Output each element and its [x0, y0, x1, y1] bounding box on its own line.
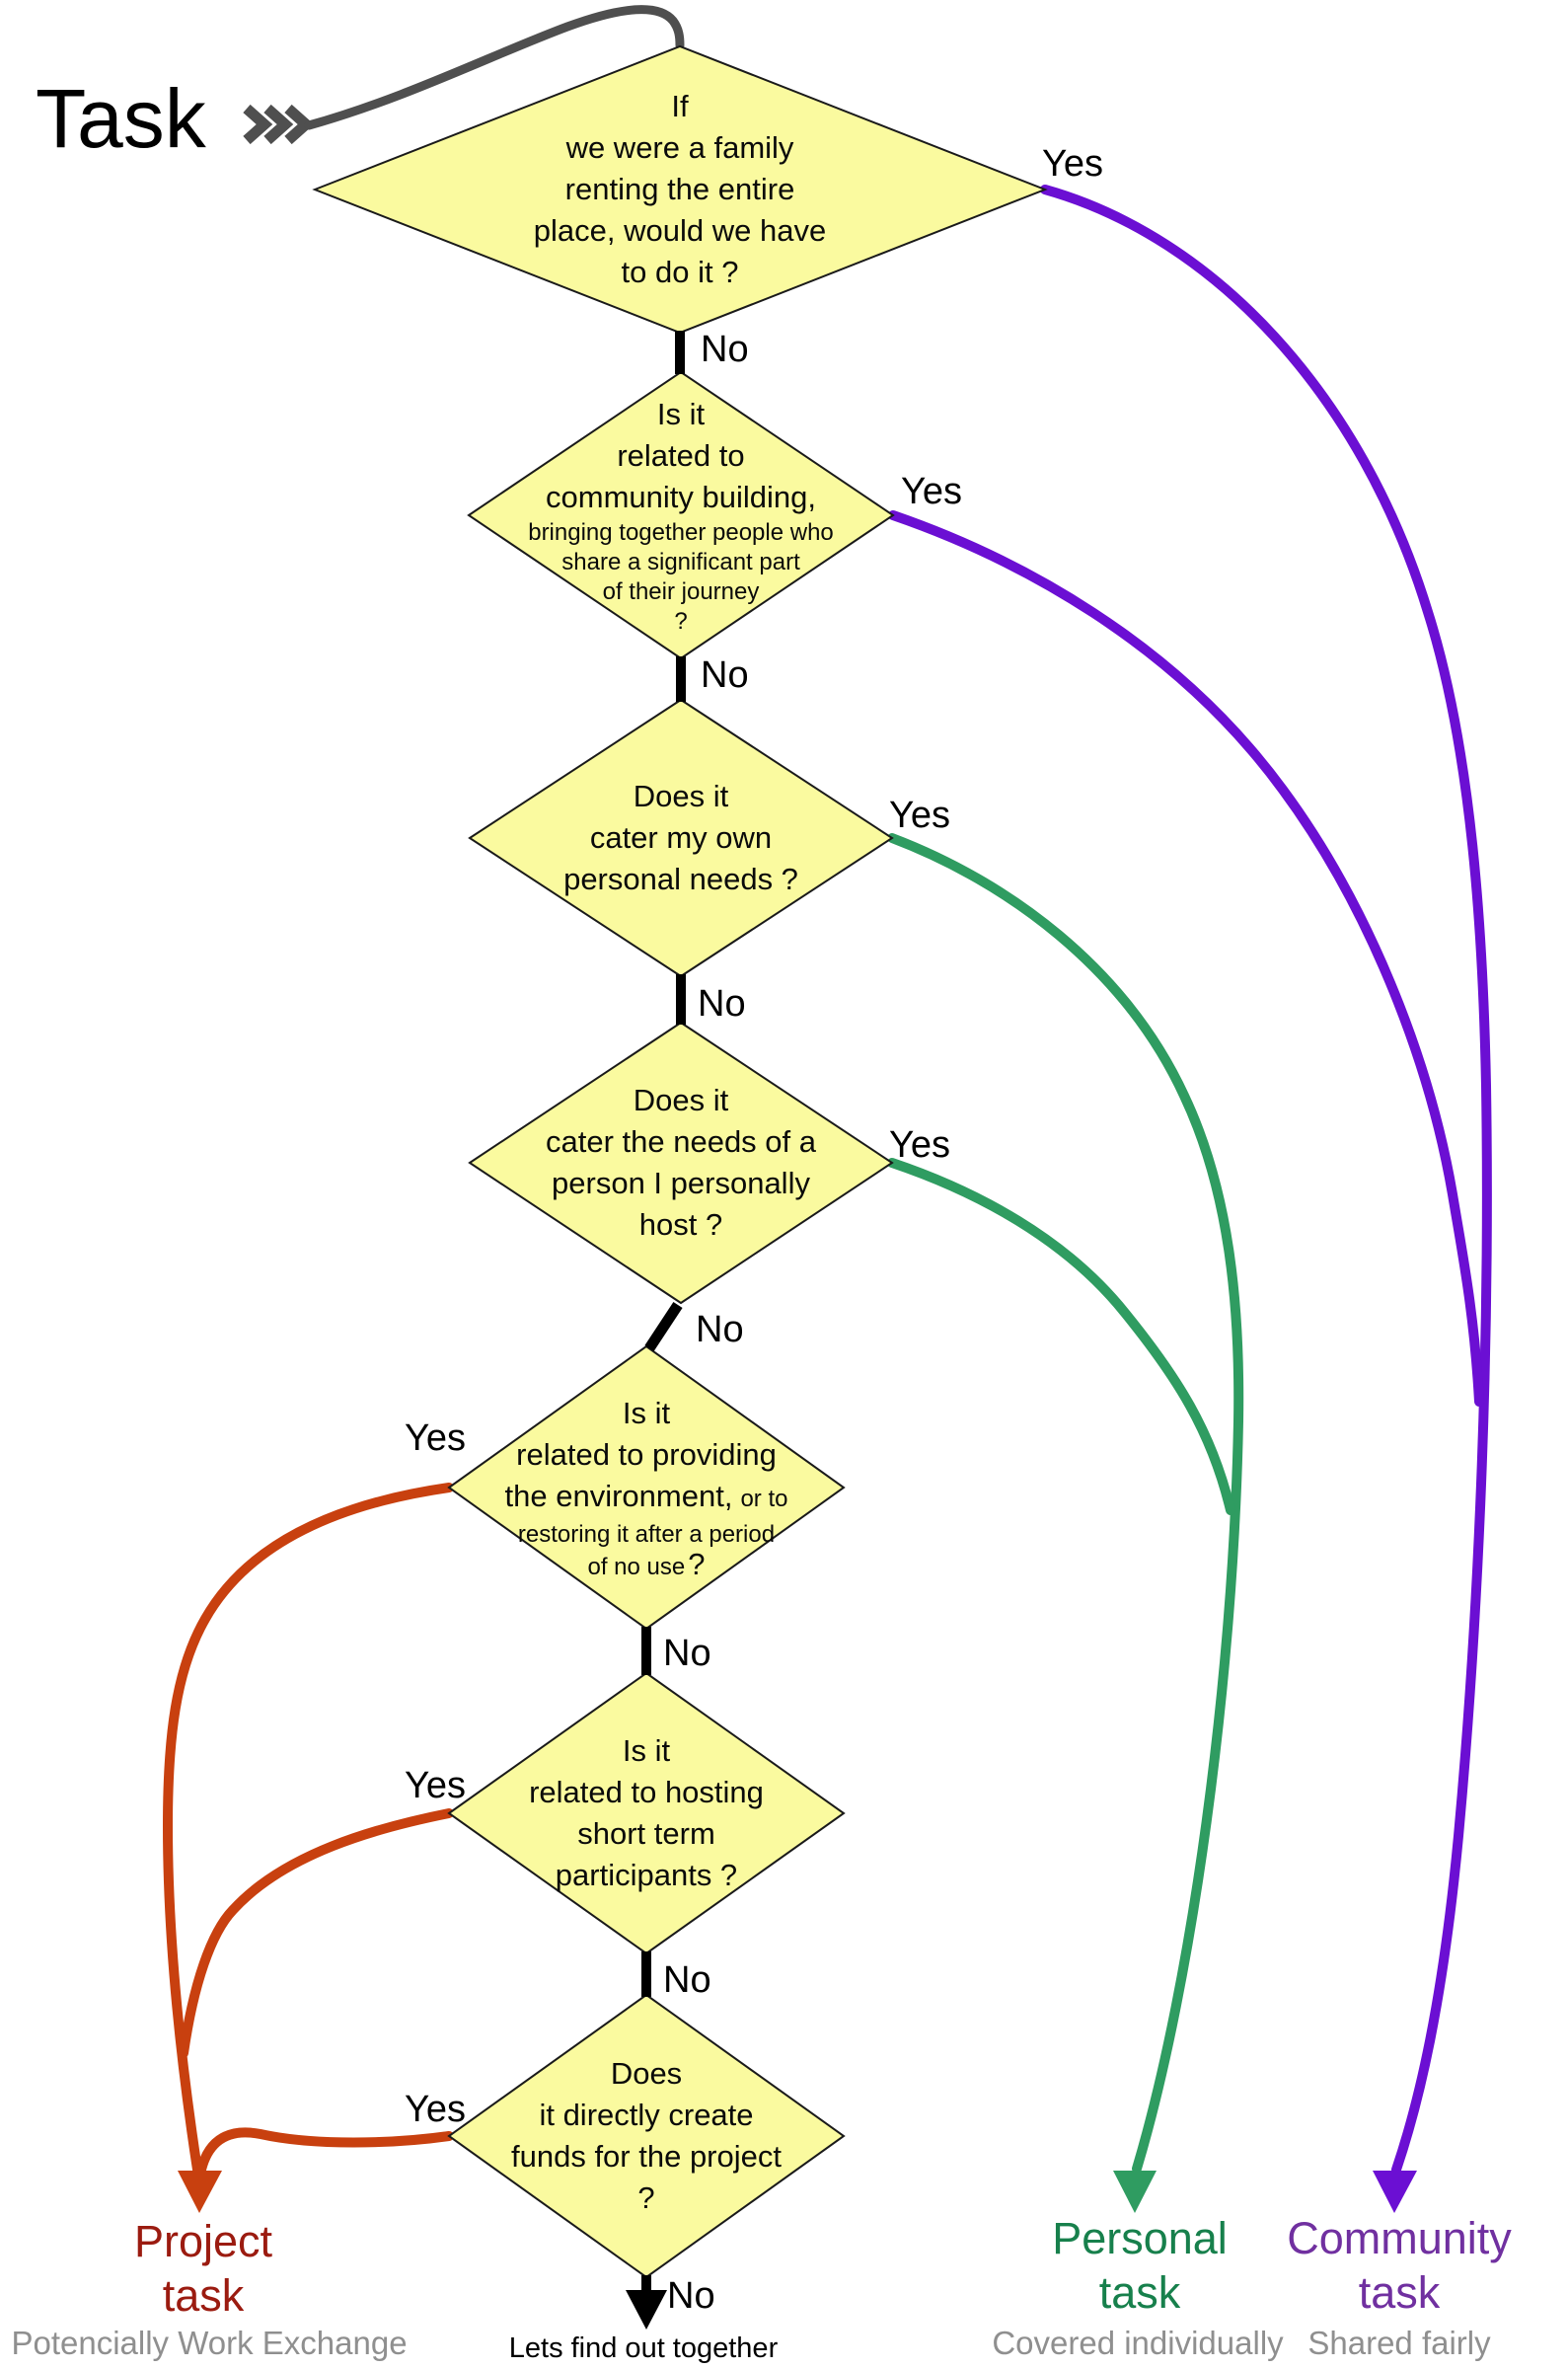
- diamond-7-question: Does it directly create funds for the pr…: [449, 1995, 844, 2277]
- question-line: host ?: [638, 1207, 723, 1242]
- yes-label-5: Yes: [405, 1417, 466, 1459]
- decision-diamond-7: [447, 1993, 846, 2279]
- outcome-community-caption: Shared fairly: [1307, 2325, 1491, 2361]
- question-line: Is it: [656, 397, 706, 431]
- yes-label-6: Yes: [405, 1765, 466, 1806]
- outcome-personal-task: Personal task: [1021, 2211, 1258, 2320]
- chevron-icon: [263, 104, 294, 145]
- no-label-1: No: [701, 329, 749, 370]
- question-line: related to: [617, 438, 745, 473]
- diamond-3-question: Does it cater my own personal needs ?: [470, 700, 892, 976]
- outcome-personal-caption: Covered individually: [992, 2325, 1284, 2361]
- task-source-arrow: [243, 5, 685, 145]
- no-label-4: No: [696, 1309, 744, 1350]
- decision-diamond-3: [468, 698, 894, 978]
- diamond-2-question: Is it related to community building, bri…: [469, 372, 893, 658]
- task-source-label: Task: [36, 72, 206, 165]
- question-line: restoring it after a period: [517, 1521, 776, 1548]
- question-line: it directly create: [539, 2098, 754, 2132]
- diamond-4-question: Does it cater the needs of a person I pe…: [470, 1023, 892, 1303]
- yes-label-3: Yes: [889, 795, 950, 836]
- no-connector-6: [641, 1951, 651, 1997]
- question-line: Is it: [622, 1396, 671, 1430]
- yes-label-1: Yes: [1042, 143, 1103, 185]
- question-line: short term: [577, 1816, 715, 1851]
- decision-diamond-2: [467, 370, 895, 660]
- question-line: the environment,or to: [504, 1479, 788, 1513]
- yes-curve-personal-1: [887, 833, 1244, 2174]
- community-arrowhead-icon: [1373, 2171, 1417, 2213]
- question-line: person I personally: [552, 1166, 810, 1200]
- question-line: renting the entire: [564, 172, 795, 206]
- outcome-project-caption: Potencially Work Exchange: [11, 2325, 408, 2361]
- yes-curve-project-2: [179, 1808, 454, 2058]
- yes-label-2: Yes: [901, 471, 962, 512]
- question-line: Does it: [633, 1083, 729, 1117]
- question-line: bringing together people who: [528, 519, 834, 546]
- outcome-title-line: Project: [133, 2216, 273, 2266]
- no-label-3: No: [698, 983, 746, 1025]
- yes-curve-community-1: [1040, 185, 1492, 2175]
- no-connector-7: [641, 2275, 651, 2297]
- yes-label-4: Yes: [889, 1124, 950, 1166]
- decision-diamond-1: [312, 44, 1048, 335]
- question-line: ?: [637, 2180, 655, 2215]
- question-line: community building,: [546, 480, 816, 514]
- no-label-5: No: [663, 1633, 711, 1674]
- yes-curve-community-2: [888, 510, 1484, 1407]
- no-connector-4: [644, 1301, 683, 1352]
- outcome-title-line: Community: [1287, 2213, 1512, 2263]
- chevron-icon: [243, 104, 273, 145]
- question-line: of their journey: [602, 578, 760, 605]
- yes-curve-personal-2: [887, 1158, 1235, 1515]
- question-line: we were a family: [565, 130, 794, 165]
- no-label-6: No: [663, 1959, 711, 2001]
- question-line: place, would we have: [533, 213, 827, 248]
- question-line: share a significant part: [561, 549, 800, 575]
- outcome-project-task: Project task: [85, 2214, 322, 2323]
- question-line: related to hosting: [529, 1775, 764, 1809]
- yes-curve-project-3: [196, 2127, 454, 2175]
- question-line: to do it ?: [621, 255, 739, 289]
- question-line: Is it: [622, 1733, 671, 1768]
- yes-label-7: Yes: [405, 2089, 466, 2130]
- personal-arrowhead-icon: [1113, 2171, 1157, 2213]
- question-line: cater the needs of a: [545, 1124, 817, 1159]
- question-line: related to providing: [516, 1437, 777, 1472]
- no-connector-3: [676, 974, 686, 1025]
- outcome-fallback-label: Lets find out together: [508, 2332, 779, 2364]
- decision-diamond-4: [468, 1021, 894, 1305]
- question-line: Does it: [633, 779, 729, 813]
- outcome-community-task: Community task: [1281, 2211, 1518, 2320]
- decision-diamond-5: [447, 1344, 846, 1631]
- diamond-1-question: If we were a family renting the entire p…: [315, 46, 1045, 333]
- no-connector-5: [641, 1627, 651, 1675]
- outcome-title-line: task: [162, 2270, 245, 2321]
- question-line: personal needs ?: [563, 862, 798, 896]
- question-line: of no use?: [587, 1547, 706, 1581]
- question-line: If: [671, 89, 689, 123]
- diamond-6-question: Is it related to hosting short term part…: [449, 1673, 844, 1953]
- diamond-5-question: Is it related to providing the environme…: [449, 1346, 844, 1629]
- outcome-title-line: task: [1098, 2267, 1181, 2318]
- project-arrowhead-icon: [178, 2171, 222, 2213]
- no-label-2: No: [701, 654, 749, 696]
- fallback-arrowhead-icon: [626, 2290, 667, 2330]
- task-entry-curve: [304, 5, 685, 130]
- question-line: ?: [674, 608, 688, 635]
- question-line: Does: [610, 2056, 683, 2091]
- outcome-title-line: Personal: [1052, 2213, 1228, 2263]
- question-line: funds for the project: [511, 2139, 782, 2174]
- question-line: cater my own: [589, 820, 773, 855]
- decision-diamond-6: [447, 1671, 846, 1955]
- no-connector-2: [676, 656, 686, 702]
- no-connector-1: [675, 331, 685, 374]
- outcome-title-line: task: [1358, 2267, 1441, 2318]
- yes-curve-project-1: [162, 1483, 454, 2175]
- question-line: participants ?: [555, 1858, 738, 1892]
- no-label-7: No: [667, 2275, 715, 2317]
